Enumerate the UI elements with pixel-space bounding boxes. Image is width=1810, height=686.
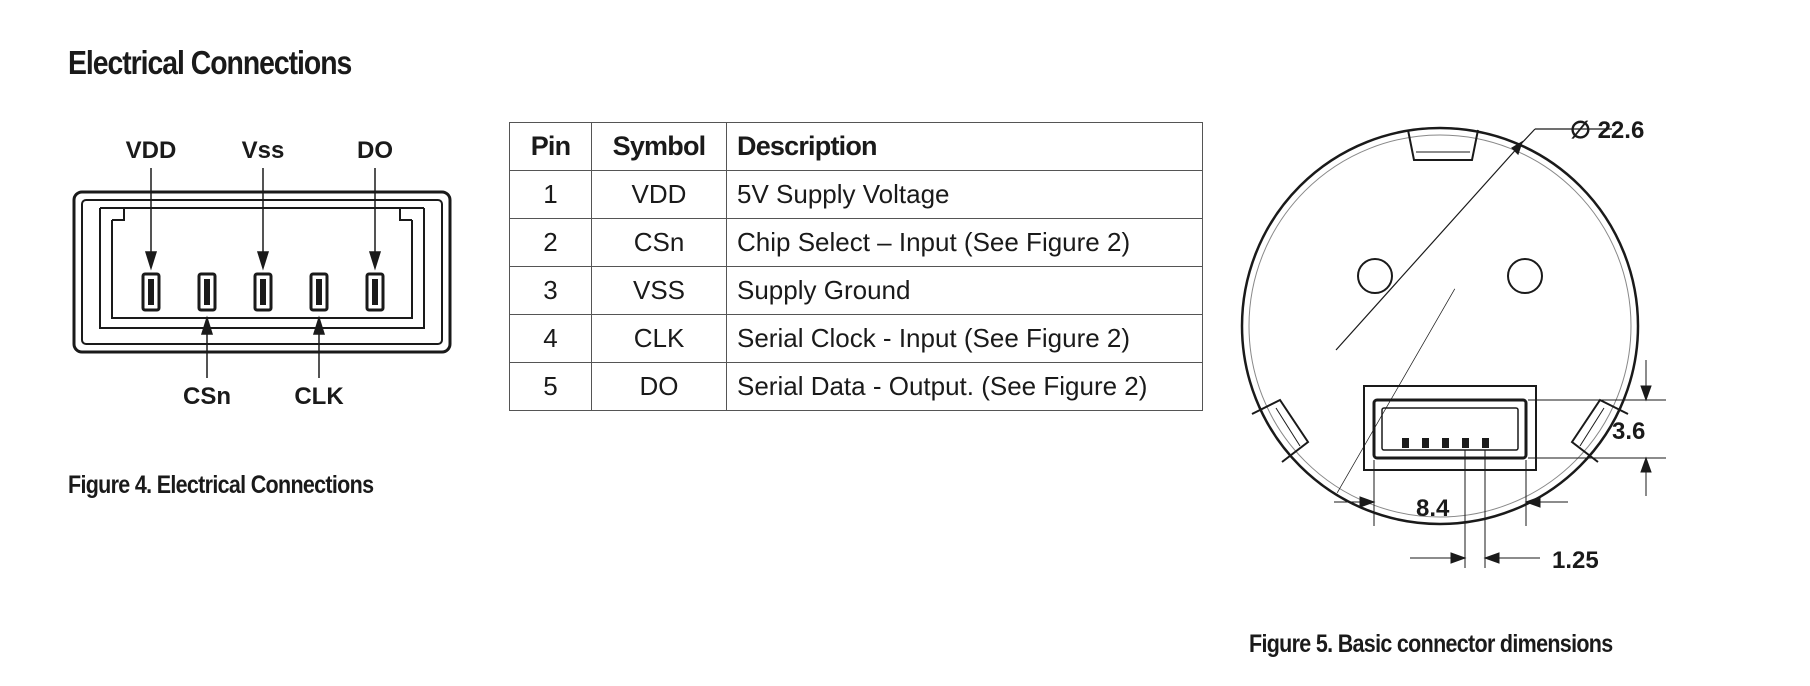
mounting-hole-right <box>1507 258 1543 294</box>
connector-outer-shell <box>72 190 452 354</box>
diameter-label: ∅ 22.6 <box>1570 120 1644 144</box>
table-row: 5 DO Serial Data - Output. (See Figure 2… <box>509 362 1203 411</box>
width-label: 8.4 <box>1416 495 1450 522</box>
cell-description: Supply Ground <box>726 266 1203 315</box>
cell-pin: 1 <box>509 170 592 219</box>
cell-symbol: CLK <box>591 314 727 363</box>
connector-body-circle <box>1240 126 1640 526</box>
pin-1-contact <box>141 272 161 312</box>
header-pin: Pin <box>509 122 592 171</box>
pin-table: Pin Symbol Description 1 VDD 5V Supply V… <box>509 122 1203 411</box>
table-header-row: Pin Symbol Description <box>509 122 1203 171</box>
label-do: DO <box>357 137 393 164</box>
table-row: 1 VDD 5V Supply Voltage <box>509 170 1203 219</box>
cell-pin: 5 <box>509 362 592 411</box>
connector-housing <box>1363 385 1537 471</box>
pin-2-contact <box>197 272 217 312</box>
left-tab <box>1251 398 1310 463</box>
cell-description: 5V Supply Voltage <box>726 170 1203 219</box>
mounting-hole-left <box>1357 258 1393 294</box>
label-clk: CLK <box>294 383 344 410</box>
right-tab <box>1570 398 1629 463</box>
section-heading: Electrical Connections <box>68 44 352 81</box>
cell-symbol: CSn <box>591 218 727 267</box>
height-label: 3.6 <box>1612 418 1645 445</box>
pitch-label: 1.25 <box>1552 547 1599 574</box>
cell-description: Serial Clock - Input (See Figure 2) <box>726 314 1203 363</box>
label-csn: CSn <box>183 383 231 410</box>
cell-description: Chip Select – Input (See Figure 2) <box>726 218 1203 267</box>
pin-4-contact <box>309 272 329 312</box>
connector-pinout-diagram: VDD Vss DO CSn CLK <box>72 137 452 410</box>
cell-pin: 2 <box>509 218 592 267</box>
cell-description: Serial Data - Output. (See Figure 2) <box>726 362 1203 411</box>
cell-pin: 4 <box>509 314 592 363</box>
connector-dimensions-drawing: ∅ 22.6 3.6 8.4 1.25 <box>1240 120 1666 574</box>
label-vdd: VDD <box>126 137 177 164</box>
pin-3-contact <box>253 272 273 312</box>
cell-symbol: VDD <box>591 170 727 219</box>
cell-symbol: VSS <box>591 266 727 315</box>
table-row: 3 VSS Supply Ground <box>509 266 1203 315</box>
table-row: 4 CLK Serial Clock - Input (See Figure 2… <box>509 314 1203 363</box>
header-symbol: Symbol <box>591 122 727 171</box>
pin-5-contact <box>365 272 385 312</box>
socket-pins <box>1402 438 1489 448</box>
figure-4-caption: Figure 4. Electrical Connections <box>68 471 374 499</box>
connector-inner-shell <box>81 199 443 345</box>
header-description: Description <box>726 122 1203 171</box>
cell-pin: 3 <box>509 266 592 315</box>
cell-symbol: DO <box>591 362 727 411</box>
label-vss: Vss <box>242 137 285 164</box>
top-notch <box>1407 129 1479 161</box>
figure-5-caption: Figure 5. Basic connector dimensions <box>1249 630 1613 658</box>
table-row: 2 CSn Chip Select – Input (See Figure 2) <box>509 218 1203 267</box>
